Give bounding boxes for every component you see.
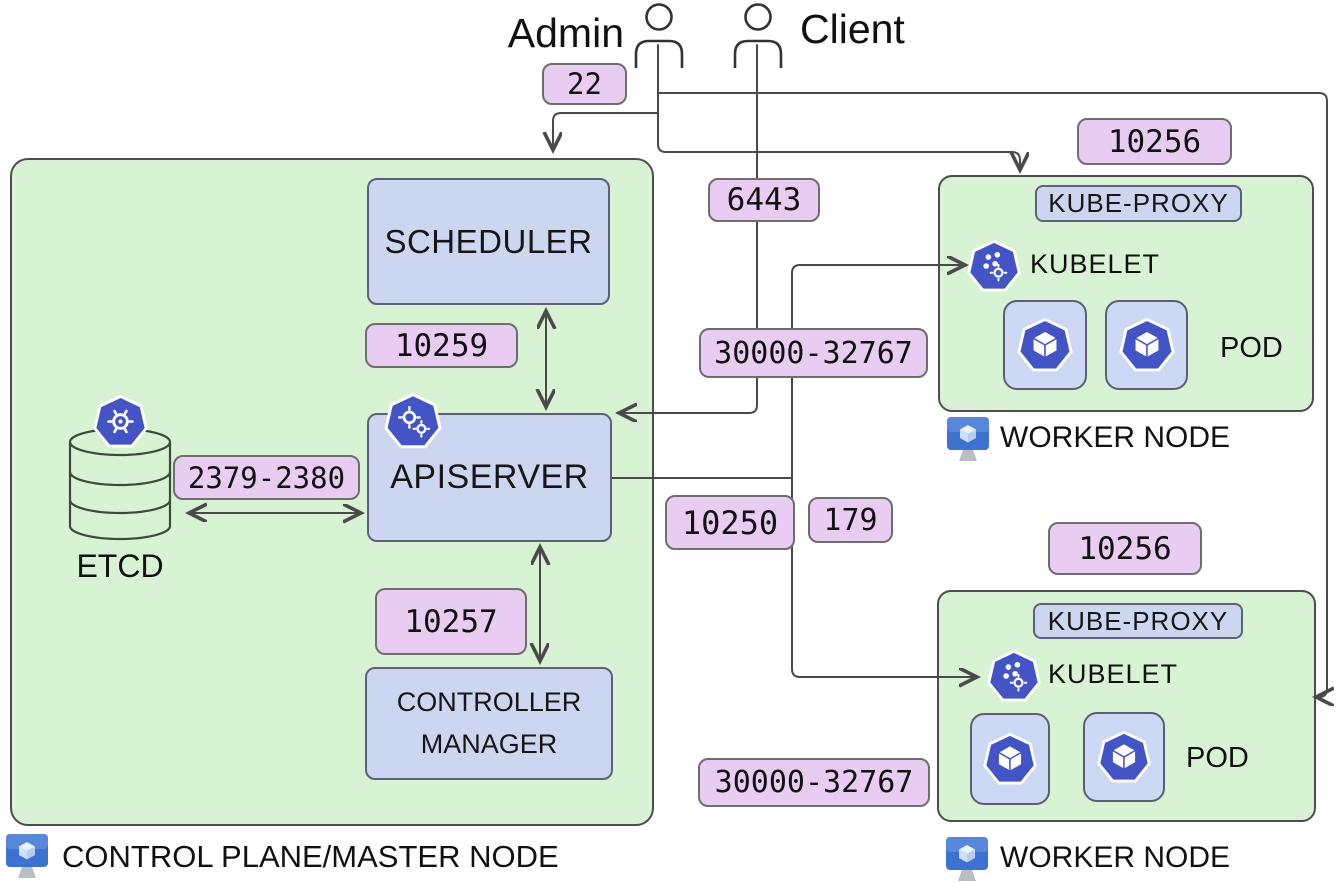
worker2-pod-2 (1083, 712, 1165, 802)
client-label: Client (800, 6, 905, 52)
line-apiserver-to-kubelet2 (791, 477, 976, 677)
pod-icon (1017, 317, 1073, 372)
line-client-to-apiserver (620, 44, 758, 413)
control-plane-label: CONTROL PLANE/MASTER NODE (62, 839, 559, 874)
worker2-kubelet-kubernetes-icon (986, 648, 1042, 709)
port-badge-kubeproxy-worker2: 10256 (1048, 522, 1202, 575)
worker1-kube-proxy-badge: KUBE-PROXY (1035, 185, 1242, 222)
worker2-pod-label: POD (1186, 742, 1249, 774)
worker1-node-monitor-icon (946, 416, 990, 469)
worker2-kube-proxy-badge: KUBE-PROXY (1033, 603, 1243, 639)
etcd-label: ETCD (76, 548, 164, 584)
control-plane-monitor-icon (5, 833, 49, 883)
port-badge-nodeport-worker2: 30000-32767 (698, 758, 930, 807)
port-badge-etcd: 2379-2380 (173, 455, 360, 500)
worker1-pod-label: POD (1220, 332, 1283, 364)
pod-icon (983, 732, 1037, 785)
line-admin-to-worker2-right (657, 92, 1327, 697)
port-badge-controller-manager: 10257 (375, 588, 527, 655)
line-admin-to-worker1-top (657, 44, 1020, 169)
worker1-pod-1 (1003, 300, 1087, 390)
worker1-node-label: WORKER NODE (1000, 421, 1231, 454)
worker2-node-monitor-icon (945, 836, 989, 883)
etcd-kubernetes-icon (92, 393, 149, 455)
worker1-kubelet-label: KUBELET (1030, 249, 1161, 279)
apiserver-kubernetes-icon (383, 391, 443, 456)
scheduler-box: SCHEDULER (367, 178, 610, 305)
port-badge-kubelet: 10250 (665, 495, 795, 550)
pod-icon (1097, 730, 1151, 783)
port-badge-kubeproxy-worker1: 10256 (1077, 118, 1232, 165)
line-admin-ssh-to-control-plane (553, 112, 659, 149)
port-badge-ssh: 22 (542, 63, 627, 105)
controller-manager-box: CONTROLLER MANAGER (365, 667, 613, 780)
worker1-pod-2 (1105, 300, 1188, 390)
port-badge-scheduler: 10259 (365, 323, 518, 368)
pod-icon (1118, 317, 1175, 372)
worker2-kubelet-label: KUBELET (1048, 659, 1179, 689)
worker2-node-label: WORKER NODE (1000, 841, 1231, 874)
client-person-icon (727, 2, 789, 73)
port-badge-nodeport-worker1: 30000-32767 (699, 328, 928, 378)
line-apiserver-to-kubelet1 (791, 265, 964, 479)
admin-person-icon (628, 2, 690, 73)
port-badge-bgp: 179 (808, 497, 893, 543)
worker2-pod-1 (970, 713, 1050, 805)
worker1-kubelet-kubernetes-icon (966, 238, 1022, 299)
admin-label: Admin (507, 10, 624, 56)
port-badge-apiserver: 6443 (708, 178, 820, 222)
